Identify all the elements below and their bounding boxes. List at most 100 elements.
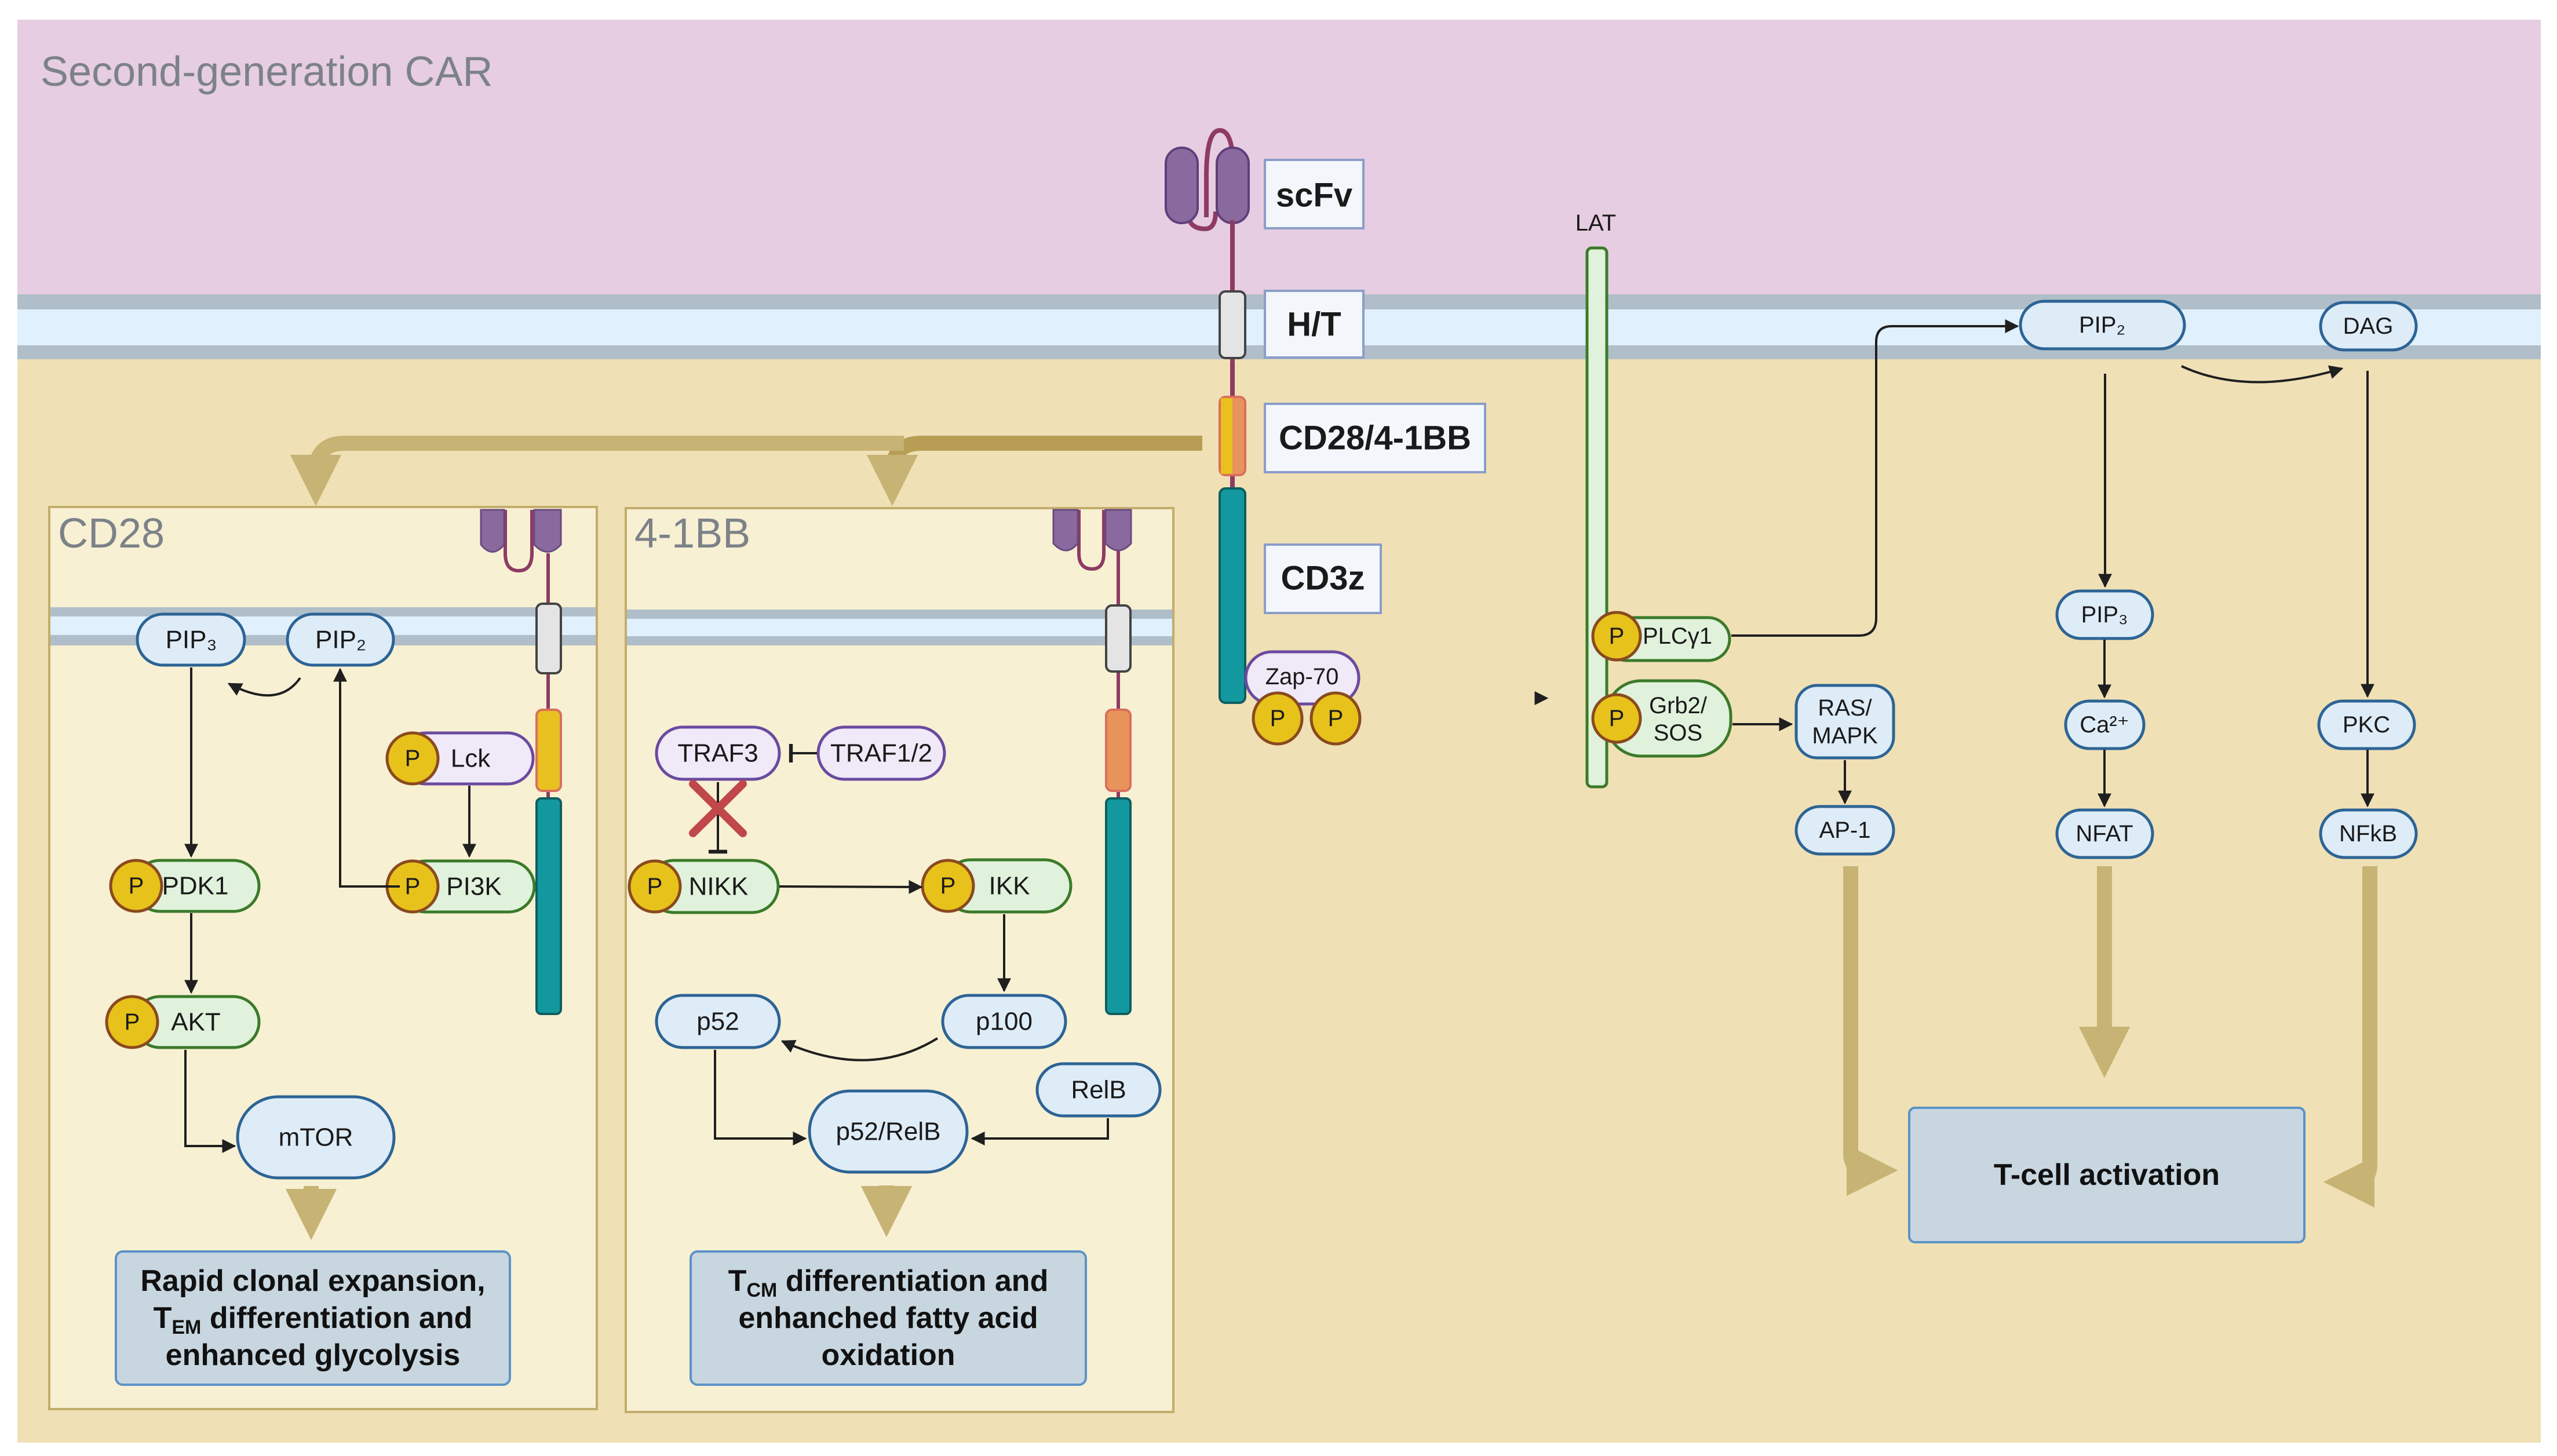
svg-text:TRAF3: TRAF3 bbox=[677, 739, 758, 768]
lat-label: LAT bbox=[1575, 210, 1616, 236]
svg-text:Rapid clonal expansion,: Rapid clonal expansion, bbox=[140, 1264, 485, 1298]
svg-text:MAPK: MAPK bbox=[1812, 723, 1878, 749]
41bb-outcome-box: TCM differentiation and enhanched fatty … bbox=[690, 1250, 1087, 1386]
svg-text:CD3z: CD3z bbox=[1281, 560, 1365, 597]
svg-text:Ca²⁺: Ca²⁺ bbox=[2080, 712, 2129, 738]
svg-text:Zap-70: Zap-70 bbox=[1265, 664, 1339, 689]
41bb-panel: 4-1BB TRAF3 TRAF1/2 P NIKK bbox=[625, 507, 1174, 1413]
phospho-icon bbox=[109, 859, 163, 913]
scfv-vh-domain bbox=[1216, 147, 1250, 224]
phospho-icon bbox=[105, 995, 159, 1049]
cd28-arrows bbox=[184, 667, 476, 1240]
activation-arrows bbox=[1843, 866, 2377, 1208]
svg-text:RelB: RelB bbox=[1071, 1076, 1126, 1104]
svg-text:PIP₃: PIP₃ bbox=[166, 626, 217, 654]
node-ras-mapk[interactable]: RAS/ MAPK bbox=[1794, 684, 1895, 760]
node-pip3[interactable]: PIP₃ bbox=[136, 612, 246, 667]
phospho-icon bbox=[1309, 691, 1362, 746]
extracellular-region bbox=[17, 20, 2541, 294]
node-akt[interactable]: P AKT bbox=[105, 995, 261, 1049]
phospho-icon bbox=[1591, 611, 1642, 662]
svg-text:PDK1: PDK1 bbox=[162, 872, 229, 900]
svg-text:PLCγ1: PLCγ1 bbox=[1643, 623, 1712, 649]
phospho-icon bbox=[1252, 691, 1304, 746]
svg-text:CD28/4-1BB: CD28/4-1BB bbox=[1279, 419, 1471, 457]
svg-text:p52: p52 bbox=[696, 1008, 739, 1036]
svg-text:P: P bbox=[1609, 623, 1625, 649]
node-p52[interactable]: p52 bbox=[655, 994, 781, 1049]
svg-text:P: P bbox=[125, 1009, 140, 1035]
domain-label-costim: CD28/4-1BB bbox=[1264, 403, 1486, 473]
node-grb2-sos[interactable]: P Grb2/ SOS bbox=[1591, 679, 1732, 758]
node-p52relb[interactable]: p52/RelB bbox=[808, 1089, 969, 1174]
costim-domain bbox=[1219, 396, 1246, 476]
domain-label-scfv: scFv bbox=[1264, 159, 1365, 229]
node-plcg1[interactable]: P PLCγ1 bbox=[1591, 611, 1731, 662]
svg-text:SOS: SOS bbox=[1654, 720, 1702, 746]
svg-text:P: P bbox=[1609, 706, 1625, 731]
svg-text:T-cell activation: T-cell activation bbox=[1994, 1158, 2220, 1192]
svg-text:PIP₃: PIP₃ bbox=[2081, 602, 2128, 627]
cd28-panel: CD28 PIP₃ PIP₂ P Lck bbox=[48, 506, 598, 1410]
svg-text:P: P bbox=[1270, 706, 1286, 731]
node-pdk1[interactable]: P PDK1 bbox=[109, 859, 261, 913]
phospho-icon bbox=[385, 731, 440, 786]
mini-car-41bb bbox=[1052, 509, 1132, 1015]
svg-text:NFkB: NFkB bbox=[2339, 821, 2397, 846]
svg-text:TCM differentiation and: TCM differentiation and bbox=[728, 1264, 1049, 1301]
node-nikk[interactable]: P NIKK bbox=[628, 859, 780, 914]
phospho-icon bbox=[628, 859, 682, 914]
cd28-panel-title: CD28 bbox=[58, 510, 165, 557]
41bb-panel-title: 4-1BB bbox=[634, 510, 750, 557]
domain-label-cd3z: CD3z bbox=[1264, 543, 1382, 614]
node-traf3[interactable]: TRAF3 bbox=[655, 725, 781, 781]
node-relb[interactable]: RelB bbox=[1035, 1062, 1162, 1118]
svg-text:IKK: IKK bbox=[989, 872, 1030, 900]
node-mtor[interactable]: mTOR bbox=[236, 1095, 396, 1180]
node-pip2-tcr[interactable]: PIP₂ bbox=[2019, 300, 2186, 351]
svg-text:AKT: AKT bbox=[171, 1008, 221, 1037]
svg-text:oxidation: oxidation bbox=[821, 1338, 955, 1372]
car-receptor bbox=[1165, 127, 1250, 704]
mini-car-cd28 bbox=[480, 509, 562, 1015]
panel-membrane bbox=[627, 610, 1172, 645]
svg-text:P: P bbox=[647, 874, 663, 899]
node-nfkb[interactable]: NFkB bbox=[2319, 808, 2418, 859]
inhibited-x-icon bbox=[689, 780, 747, 837]
node-pi3k[interactable]: P PI3K bbox=[385, 859, 536, 914]
svg-text:P: P bbox=[940, 873, 956, 899]
svg-text:P: P bbox=[405, 874, 421, 899]
svg-text:p100: p100 bbox=[976, 1008, 1033, 1036]
svg-text:scFv: scFv bbox=[1276, 177, 1352, 214]
node-lck[interactable]: P Lck bbox=[385, 731, 535, 786]
node-dag[interactable]: DAG bbox=[2319, 301, 2418, 352]
hinge-tm-domain bbox=[1219, 290, 1246, 359]
node-nfat[interactable]: NFAT bbox=[2055, 808, 2154, 859]
svg-text:Lck: Lck bbox=[451, 745, 491, 773]
svg-text:NFAT: NFAT bbox=[2075, 821, 2133, 846]
node-traf12[interactable]: TRAF1/2 bbox=[816, 725, 946, 781]
svg-text:PIP₂: PIP₂ bbox=[2079, 312, 2125, 338]
svg-text:DAG: DAG bbox=[2343, 313, 2394, 339]
svg-text:TEM differentiation and: TEM differentiation and bbox=[154, 1301, 473, 1338]
svg-text:NIKK: NIKK bbox=[689, 873, 749, 901]
node-zap70[interactable]: Zap-70 P P bbox=[1244, 650, 1362, 746]
node-ca[interactable]: Ca²⁺ bbox=[2064, 699, 2146, 750]
tcell-activation-box: T-cell activation bbox=[1908, 1107, 2306, 1243]
svg-text:P: P bbox=[405, 746, 421, 771]
node-ikk[interactable]: P IKK bbox=[921, 858, 1073, 914]
node-pip3-tcr[interactable]: PIP₃ bbox=[2055, 589, 2154, 640]
41bb-arrows bbox=[709, 744, 1109, 1238]
svg-text:TRAF1/2: TRAF1/2 bbox=[830, 739, 932, 768]
node-p100[interactable]: p100 bbox=[941, 994, 1067, 1049]
cd28-outcome-box: Rapid clonal expansion, TEM differentiat… bbox=[115, 1250, 511, 1386]
node-pip2[interactable]: PIP₂ bbox=[286, 612, 395, 667]
node-pkc[interactable]: PKC bbox=[2317, 699, 2416, 750]
node-ap1[interactable]: AP-1 bbox=[1794, 805, 1895, 856]
domain-label-hinge-tm: H/T bbox=[1264, 290, 1365, 359]
svg-text:PI3K: PI3K bbox=[446, 873, 501, 901]
svg-text:enhanced glycolysis: enhanced glycolysis bbox=[166, 1338, 461, 1372]
svg-text:P: P bbox=[1328, 706, 1344, 731]
svg-text:P: P bbox=[129, 873, 144, 899]
